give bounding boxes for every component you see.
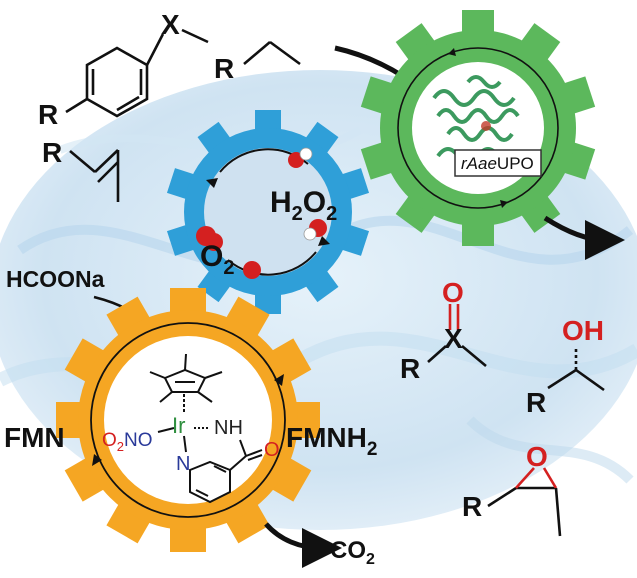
h2o2-label: H2O2 [270, 186, 337, 225]
enzyme-label-italic: Aae [466, 154, 497, 173]
o2-label: O2 [200, 240, 234, 279]
product-alcohol [547, 346, 605, 392]
co2-arrow [264, 522, 342, 568]
nitrate-label: O2NO [102, 430, 153, 454]
sulfoxide-x-label: X [444, 323, 463, 354]
h2o2-o: O [303, 186, 326, 219]
substrate-alkene-r-label: R [42, 137, 62, 168]
fmnh2-sub: 2 [367, 439, 378, 460]
co2-sub: 2 [366, 551, 375, 568]
fmn-label: FMN [4, 422, 65, 453]
hcoona-label: HCOONa [6, 266, 105, 292]
fmnh2-main: FMNH [286, 422, 367, 453]
h2o2-sub1: 2 [292, 203, 303, 225]
o2-molecule-icon [196, 226, 261, 279]
o2-sub: 2 [223, 257, 234, 279]
nh-label: NH [214, 417, 243, 439]
substrate-x-label: X [161, 9, 180, 40]
alcohol-oh-label: OH [562, 315, 604, 346]
o2-o: O [200, 240, 223, 273]
epoxide-r-label: R [462, 491, 482, 522]
sulfoxide-r-label: R [400, 353, 420, 384]
epoxide-o-label: O [526, 441, 548, 472]
enzyme-label: rAaeUPO [461, 154, 534, 173]
substrate-ethyl-r-label: R [214, 53, 234, 84]
blue-cog [166, 110, 370, 314]
enzyme-label-box [454, 149, 542, 177]
co2-main: CO [330, 537, 366, 564]
amide-o-label: O [264, 439, 280, 461]
product-sulfoxide [427, 304, 487, 367]
co2-label: CO2 [330, 537, 375, 568]
iridium-label: Ir [172, 413, 185, 438]
substrate-aryl-r-label: R [38, 99, 58, 130]
alcohol-r-label: R [526, 387, 546, 418]
iridium-complex-structure [149, 353, 263, 504]
substrate-alkene [69, 149, 120, 202]
substrate-aryl [65, 28, 209, 118]
h2o2-h: H [270, 186, 292, 219]
pyridine-n-label: N [176, 453, 190, 475]
nitrate-no: NO [124, 430, 153, 451]
nitrate-o: O [102, 430, 117, 451]
h2o2-molecule-icon [288, 147, 327, 241]
orange-cog [56, 288, 320, 552]
product-epoxide [487, 467, 562, 537]
enzyme-label-prefix: r [461, 154, 468, 173]
green-cog [360, 10, 596, 246]
substrate-ethyl [243, 40, 301, 66]
h2o2-sub2: 2 [326, 203, 337, 225]
sulfoxide-o-label: O [442, 277, 464, 308]
nitrate-sub: 2 [117, 439, 124, 454]
product-arrow [543, 215, 625, 260]
enzyme-label-suffix: UPO [497, 154, 534, 173]
fmnh2-label: FMNH2 [286, 422, 377, 460]
